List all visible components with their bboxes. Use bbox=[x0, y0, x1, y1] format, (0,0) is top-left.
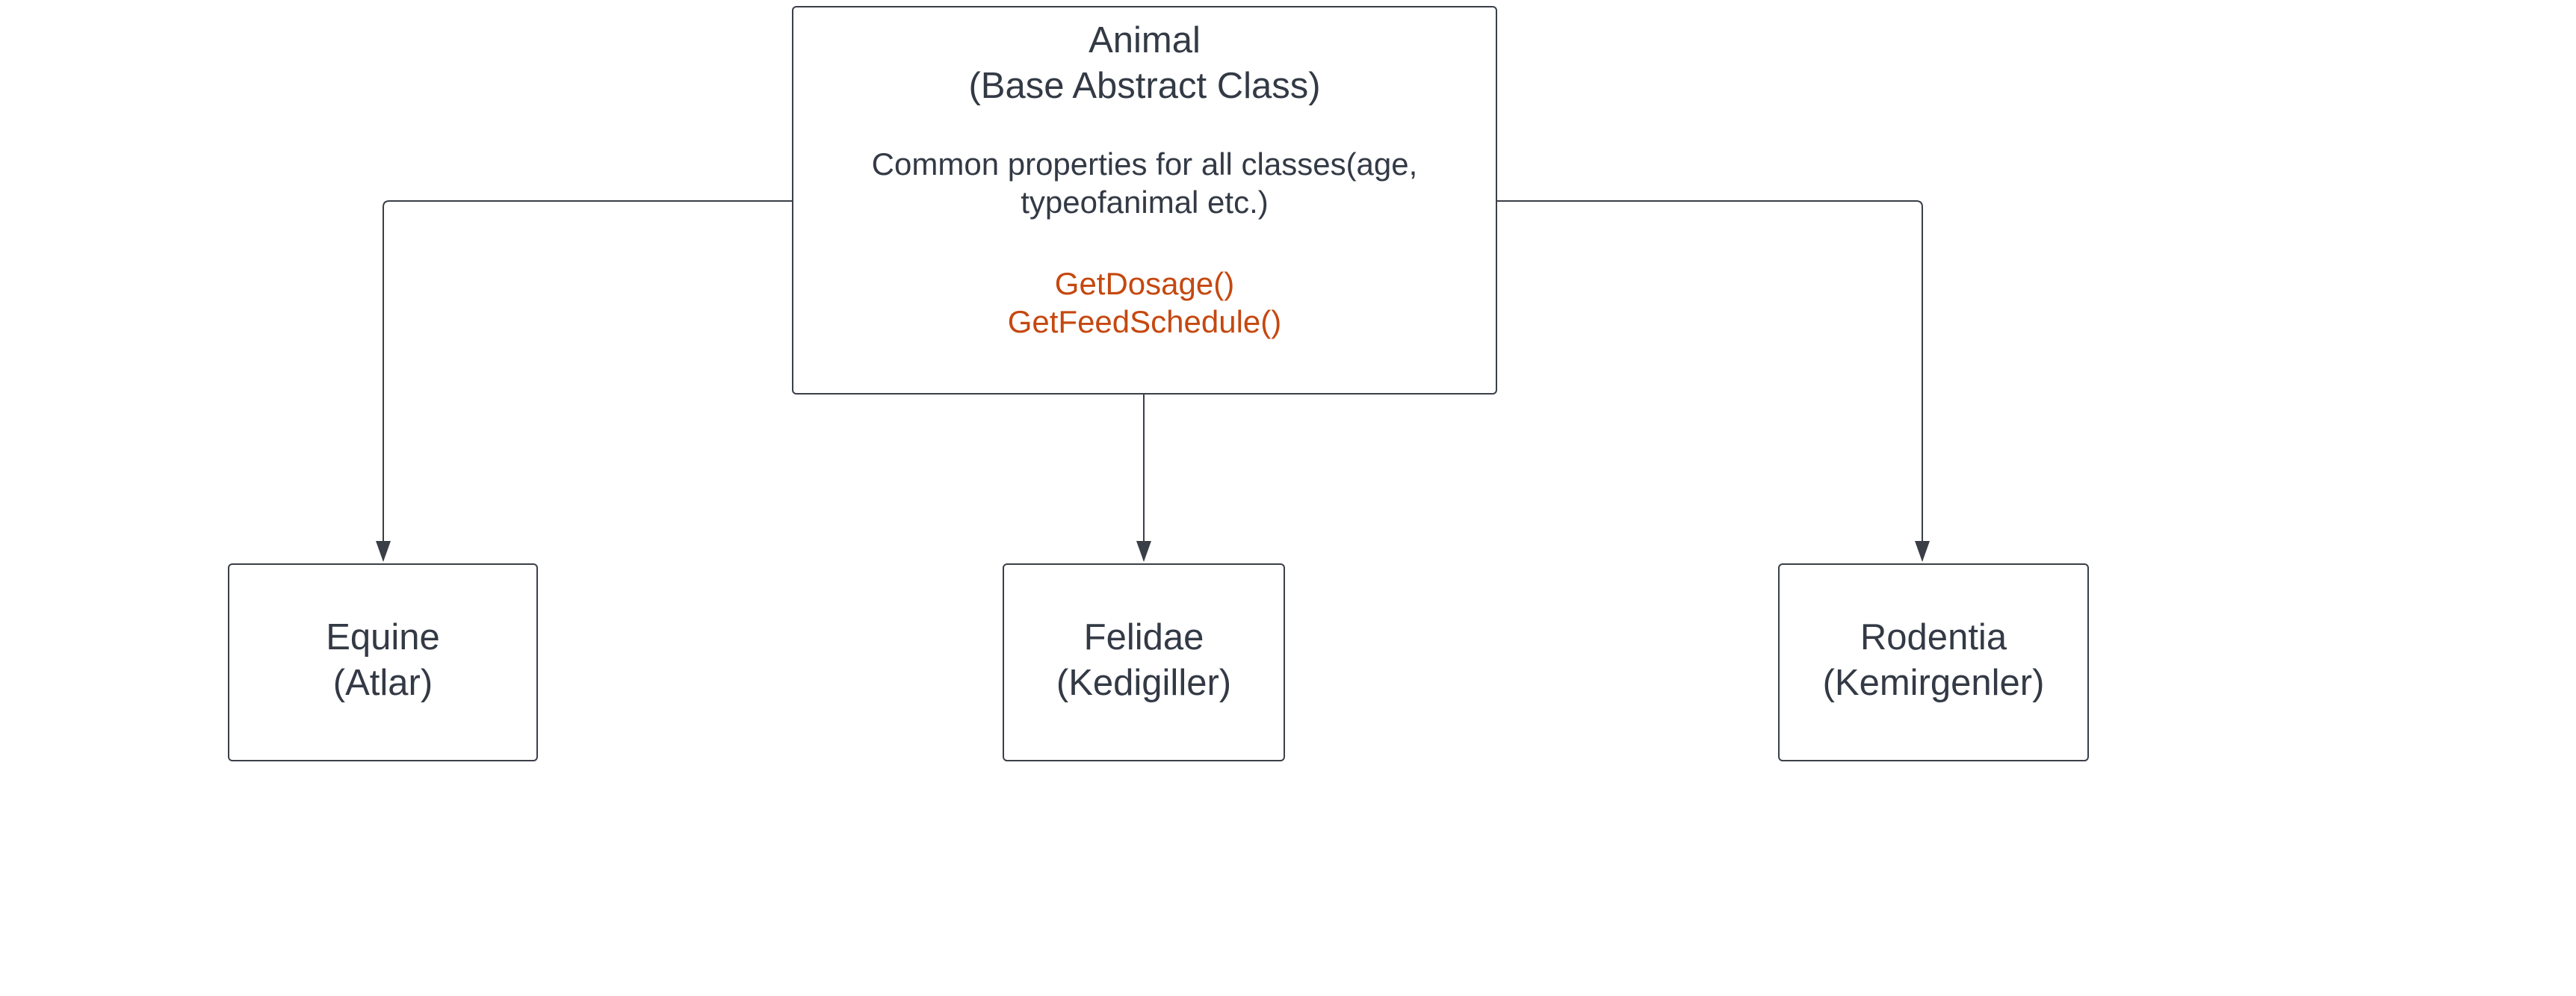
animal-title: Animal bbox=[1089, 20, 1201, 61]
method-get-feed-schedule: GetFeedSchedule() bbox=[1007, 304, 1282, 339]
felidae-translation: (Kedigiller) bbox=[1056, 663, 1232, 703]
felidae-class-node: Felidae (Kedigiller) bbox=[1003, 563, 1285, 761]
felidae-name: Felidae bbox=[1083, 617, 1204, 658]
edge-animal-equine bbox=[383, 200, 792, 560]
arrowhead-equine bbox=[376, 541, 391, 562]
animal-class-node: Animal (Base Abstract Class) Common prop… bbox=[792, 6, 1497, 395]
animal-description: Common properties for all classes(age, t… bbox=[793, 145, 1496, 221]
animal-subtitle: (Base Abstract Class) bbox=[968, 66, 1321, 106]
animal-title-block: Animal (Base Abstract Class) bbox=[793, 18, 1496, 109]
rodentia-name: Rodentia bbox=[1860, 617, 2007, 658]
edge-animal-rodentia bbox=[1497, 200, 1923, 560]
animal-description-line-1: Common properties for all classes(age, bbox=[871, 146, 1418, 182]
rodentia-class-node: Rodentia (Kemirgenler) bbox=[1778, 563, 2089, 761]
method-get-dosage: GetDosage() bbox=[1054, 266, 1235, 301]
animal-description-line-2: typeofanimal etc.) bbox=[1021, 185, 1269, 220]
arrowhead-rodentia bbox=[1915, 541, 1930, 562]
arrowhead-felidae bbox=[1136, 541, 1151, 562]
equine-class-node: Equine (Atlar) bbox=[228, 563, 538, 761]
equine-name: Equine bbox=[326, 617, 440, 658]
equine-translation: (Atlar) bbox=[332, 663, 433, 703]
rodentia-translation: (Kemirgenler) bbox=[1822, 663, 2045, 703]
animal-methods: GetDosage() GetFeedSchedule() bbox=[793, 265, 1496, 341]
